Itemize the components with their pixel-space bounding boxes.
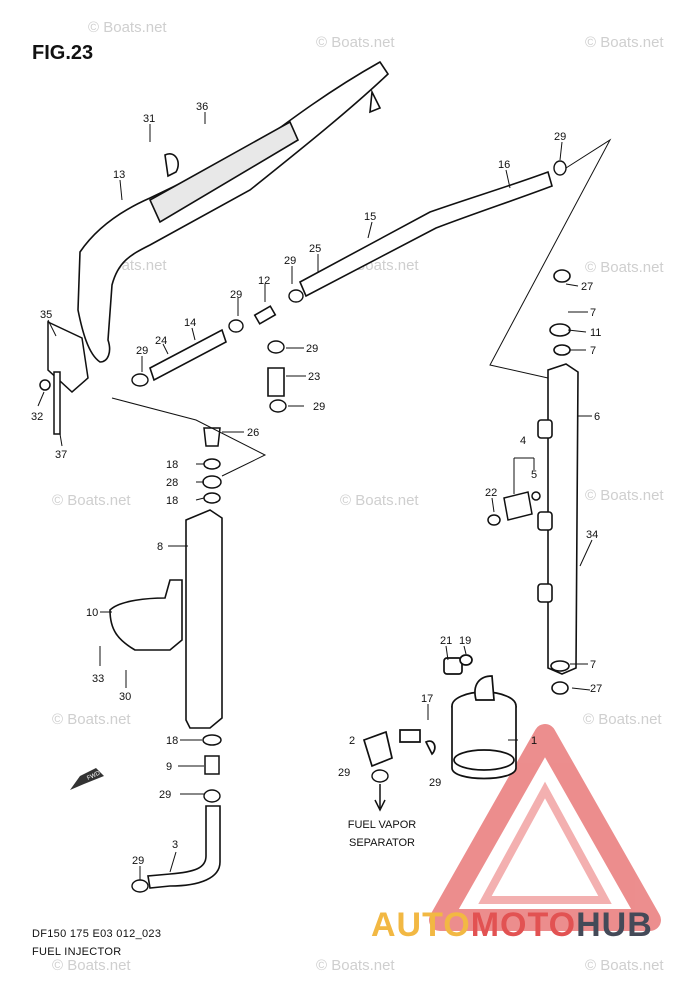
watermark-text: © Boats.net: [316, 957, 395, 974]
callout-18: 18: [166, 495, 178, 507]
callout-11: 11: [590, 327, 601, 339]
callout-26: 26: [247, 427, 259, 439]
callout-36: 36: [196, 101, 208, 113]
brand-part1: AUTO: [371, 906, 471, 944]
callout-34: 34: [586, 529, 598, 541]
callout-1: 1: [531, 735, 537, 747]
callout-33: 33: [92, 673, 104, 685]
callout-14: 14: [184, 317, 196, 329]
callout-5: 5: [531, 469, 537, 481]
figure-caption: FUEL INJECTOR: [32, 946, 122, 958]
callout-23: 23: [308, 371, 320, 383]
guide-lines: [111, 138, 612, 494]
brand-part3: HUB: [576, 906, 653, 944]
fuel-rail-cover: [77, 60, 390, 363]
callout-29: 29: [554, 131, 566, 143]
watermark-text: © Boats.net: [88, 19, 167, 36]
brand-part2: MOTO: [470, 906, 577, 944]
watermark-text: © Boats.net: [52, 957, 131, 974]
watermark-text: © Boats.net: [583, 711, 662, 728]
callout-32: 32: [31, 411, 43, 423]
fuel-injector: [487, 491, 541, 526]
callout-7: 7: [590, 659, 596, 671]
callout-4: 4: [520, 435, 526, 447]
callout-numbers: 36 31 29 13 16 15 25 29 27 12 29 7 35 14…: [31, 101, 602, 867]
callout-31: 31: [143, 113, 155, 125]
watermark-text: © Boats.net: [585, 487, 664, 504]
callout-12: 12: [258, 275, 270, 287]
brand-triangle-logo: [429, 724, 661, 931]
callout-18: 18: [166, 459, 178, 471]
watermark-text: © Boats.net: [316, 34, 395, 51]
callout-29: 29: [284, 255, 296, 267]
callout-7: 7: [590, 345, 596, 357]
callout-24: 24: [155, 335, 167, 347]
callout-9: 9: [166, 761, 172, 773]
callout-37: 37: [55, 449, 67, 461]
callout-30: 30: [119, 691, 131, 703]
callout-18: 18: [166, 735, 178, 747]
fuel-pipes: [149, 170, 553, 397]
callout-8: 8: [157, 541, 163, 553]
fuel-rail-right: [537, 269, 579, 695]
watermark-text: © Boats.net: [52, 492, 131, 509]
brand-wordmark: AUTOMOTOHUB: [371, 906, 653, 945]
figure-title: FIG.23: [32, 42, 94, 64]
watermark-text: © Boats.net: [585, 259, 664, 276]
forward-direction-arrow: FWD: [70, 768, 104, 790]
callout-25: 25: [309, 243, 321, 255]
callout-29: 29: [159, 789, 171, 801]
note-line1: FUEL VAPOR: [348, 819, 417, 831]
callout-29: 29: [136, 345, 148, 357]
callout-6: 6: [594, 411, 600, 423]
callout-29: 29: [132, 855, 144, 867]
watermarks: © Boats.net © Boats.net © Boats.net © Bo…: [52, 19, 664, 974]
callout-29: 29: [338, 767, 350, 779]
watermark-text: © Boats.net: [52, 711, 131, 728]
watermark-text: © Boats.net: [585, 34, 664, 51]
bracket-assembly: [39, 320, 89, 435]
callout-20: 27: [590, 683, 602, 695]
callout-28: 28: [166, 477, 178, 489]
vapor-separator: [362, 654, 517, 780]
callout-35: 35: [40, 309, 52, 321]
callout-21: 21: [440, 635, 452, 647]
note-line2: SEPARATOR: [349, 837, 415, 849]
callout-10: 10: [86, 607, 98, 619]
leader-lines: [37, 112, 593, 880]
callout-27: 27: [581, 281, 593, 293]
callout-13: 13: [113, 169, 125, 181]
callout-29: 29: [306, 343, 318, 355]
callout-3: 3: [172, 839, 178, 851]
flow-arrow-down: [374, 784, 386, 812]
callout-29: 29: [230, 289, 242, 301]
callout-16: 16: [498, 159, 510, 171]
fuel-rail-left: [109, 509, 223, 729]
callout-2: 2: [349, 735, 355, 747]
callout-29: 29: [313, 401, 325, 413]
fuel-hose-lower: [147, 805, 221, 889]
callout-29: 29: [429, 777, 441, 789]
callout-22: 22: [485, 487, 497, 499]
watermark-text: © Boats.net: [585, 957, 664, 974]
fwd-label: FWD: [86, 770, 102, 781]
callout-7: 7: [590, 307, 596, 319]
hose-clamps: [131, 160, 567, 893]
callout-17: 17: [421, 693, 433, 705]
callout-15: 15: [364, 211, 376, 223]
callout-19: 19: [459, 635, 471, 647]
figure-code: DF150 175 E03 012_023: [32, 928, 162, 940]
watermark-text: © Boats.net: [340, 492, 419, 509]
